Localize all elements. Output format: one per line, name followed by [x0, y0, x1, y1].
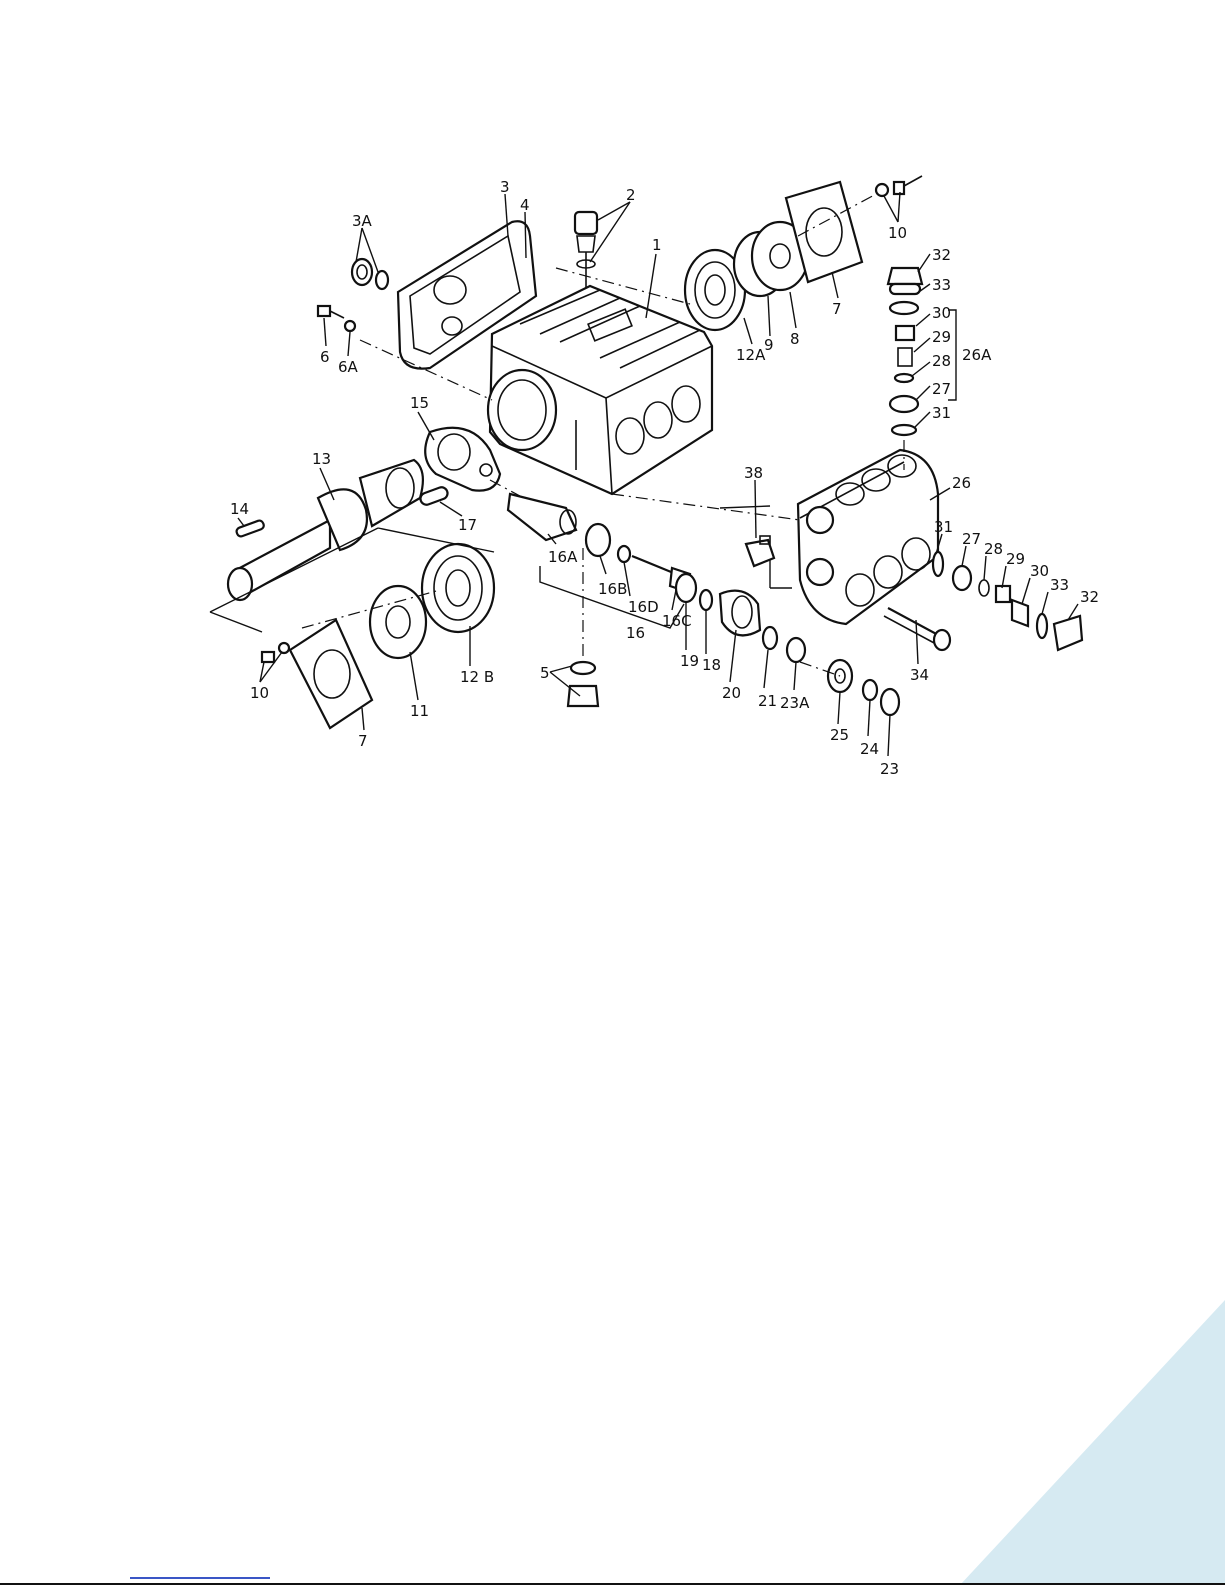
part-12b-bearing	[422, 544, 494, 632]
label-part-33-right: 33	[1050, 576, 1069, 594]
part-10-bolt-top	[876, 176, 922, 196]
part-16a-piston	[508, 494, 576, 540]
part-5-drain-plug	[568, 662, 598, 706]
label-part-32-right: 32	[1080, 588, 1099, 606]
part-11-seal	[370, 586, 426, 658]
part-16b-sleeve	[586, 524, 610, 556]
label-part-13: 13	[312, 450, 331, 468]
part-18-ring	[700, 590, 712, 610]
label-part-32-top: 32	[932, 246, 951, 264]
label-part-21: 21	[758, 692, 777, 710]
label-part-7-bottom: 7	[358, 732, 368, 750]
label-part-2: 2	[626, 186, 636, 204]
label-part-31-right: 31	[934, 518, 953, 536]
label-part-23: 23	[880, 760, 899, 778]
label-part-28-right: 28	[984, 540, 1003, 558]
label-part-16b: 16B	[598, 580, 627, 598]
label-part-4: 4	[520, 196, 530, 214]
label-part-16a: 16A	[548, 548, 578, 566]
label-part-29-top: 29	[932, 328, 951, 346]
label-part-30-right: 30	[1030, 562, 1049, 580]
part-16d-washer	[618, 546, 630, 562]
label-part-24: 24	[860, 740, 879, 758]
label-part-8: 8	[790, 330, 800, 348]
label-part-27-top: 27	[932, 380, 951, 398]
part-19-seal	[676, 574, 696, 602]
label-part-14: 14	[230, 500, 249, 518]
label-part-23a: 23A	[780, 694, 810, 712]
label-part-10-top: 10	[888, 224, 907, 242]
label-part-26a: 26A	[962, 346, 992, 364]
label-part-25: 25	[830, 726, 849, 744]
label-part-34: 34	[910, 666, 929, 684]
part-26-manifold	[798, 450, 938, 624]
part-14-key	[235, 519, 264, 537]
part-24-ring	[863, 680, 877, 700]
label-part-29-right: 29	[1006, 550, 1025, 568]
label-part-31-top: 31	[932, 404, 951, 422]
part-3a-plug	[352, 259, 388, 289]
part-7-flange-bottom	[290, 620, 372, 728]
label-part-11: 11	[410, 702, 429, 720]
label-part-26: 26	[952, 474, 971, 492]
part-23-seal	[881, 689, 899, 715]
footer-link-underline	[130, 1577, 270, 1579]
label-part-30-top: 30	[932, 304, 951, 322]
label-part-19: 19	[680, 652, 699, 670]
label-part-9: 9	[764, 336, 774, 354]
label-part-12b: 12 B	[460, 668, 494, 686]
label-part-7-top: 7	[832, 300, 842, 318]
part-21-ring	[763, 627, 777, 649]
label-part-1: 1	[652, 236, 662, 254]
label-part-6a: 6A	[338, 358, 359, 376]
part-17-pin	[419, 486, 449, 507]
part-23a-seal	[787, 638, 805, 662]
part-15-connecting-rod	[425, 428, 500, 491]
part-10-bolt-bottom	[262, 643, 289, 662]
label-part-5: 5	[540, 664, 550, 682]
part-20-packing	[720, 591, 760, 636]
label-part-28-top: 28	[932, 352, 951, 370]
label-part-3: 3	[500, 178, 510, 196]
label-part-17: 17	[458, 516, 477, 534]
label-part-18: 18	[702, 656, 721, 674]
label-part-20: 20	[722, 684, 741, 702]
label-part-12a: 12A	[736, 346, 766, 364]
label-part-15: 15	[410, 394, 429, 412]
label-part-3a: 3A	[352, 212, 373, 230]
label-part-6: 6	[320, 348, 330, 366]
label-part-27-right: 27	[962, 530, 981, 548]
label-part-16: 16	[626, 624, 645, 642]
label-part-16c: 16C	[662, 612, 692, 630]
label-part-16d: 16D	[628, 598, 659, 616]
label-part-10-bottom: 10	[250, 684, 269, 702]
label-part-33-top: 33	[932, 276, 951, 294]
part-1-crankcase	[488, 286, 712, 494]
label-part-38: 38	[744, 464, 763, 482]
